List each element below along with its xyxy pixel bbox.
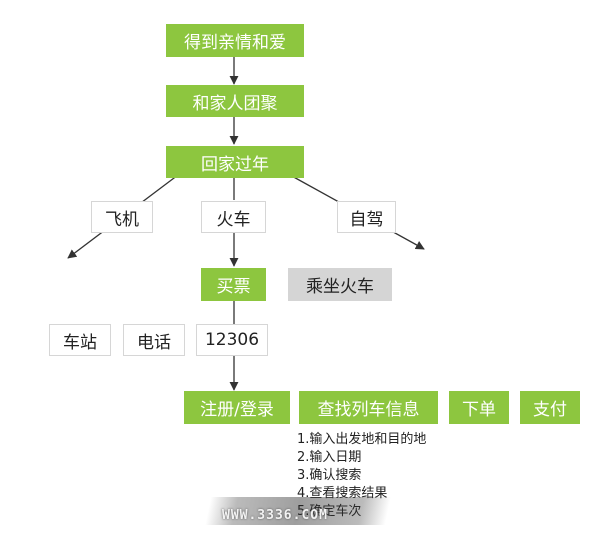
- node-self-drive: 自驾: [337, 201, 396, 233]
- step-item: 4.查看搜索结果: [297, 486, 388, 501]
- node-phone: 电话: [123, 324, 185, 356]
- node-go-home: 回家过年: [166, 146, 304, 178]
- step-item: 3.确认搜索: [297, 468, 362, 483]
- node-family-reunion: 和家人团聚: [166, 85, 304, 117]
- watermark: WWW.3336.COM: [222, 508, 328, 523]
- search-steps-list: 1.输入出发地和目的地 2.输入日期 3.确认搜索 4.查看搜索结果 5.确定车…: [297, 431, 426, 521]
- node-station: 车站: [49, 324, 111, 356]
- node-plane: 飞机: [91, 201, 153, 233]
- step-item: 2.输入日期: [297, 450, 362, 465]
- node-family-love: 得到亲情和爱: [166, 24, 304, 57]
- node-ride-train: 乘坐火车: [288, 268, 392, 301]
- node-12306: 12306: [196, 324, 268, 356]
- node-place-order: 下单: [449, 391, 509, 424]
- step-item: 5.确定车次: [297, 503, 426, 521]
- node-train: 火车: [201, 201, 266, 233]
- step-item: 1.输入出发地和目的地: [297, 432, 427, 447]
- node-pay: 支付: [520, 391, 580, 424]
- node-buy-ticket: 买票: [201, 268, 266, 301]
- node-search-train: 查找列车信息: [299, 391, 438, 424]
- node-register-login: 注册/登录: [184, 391, 290, 424]
